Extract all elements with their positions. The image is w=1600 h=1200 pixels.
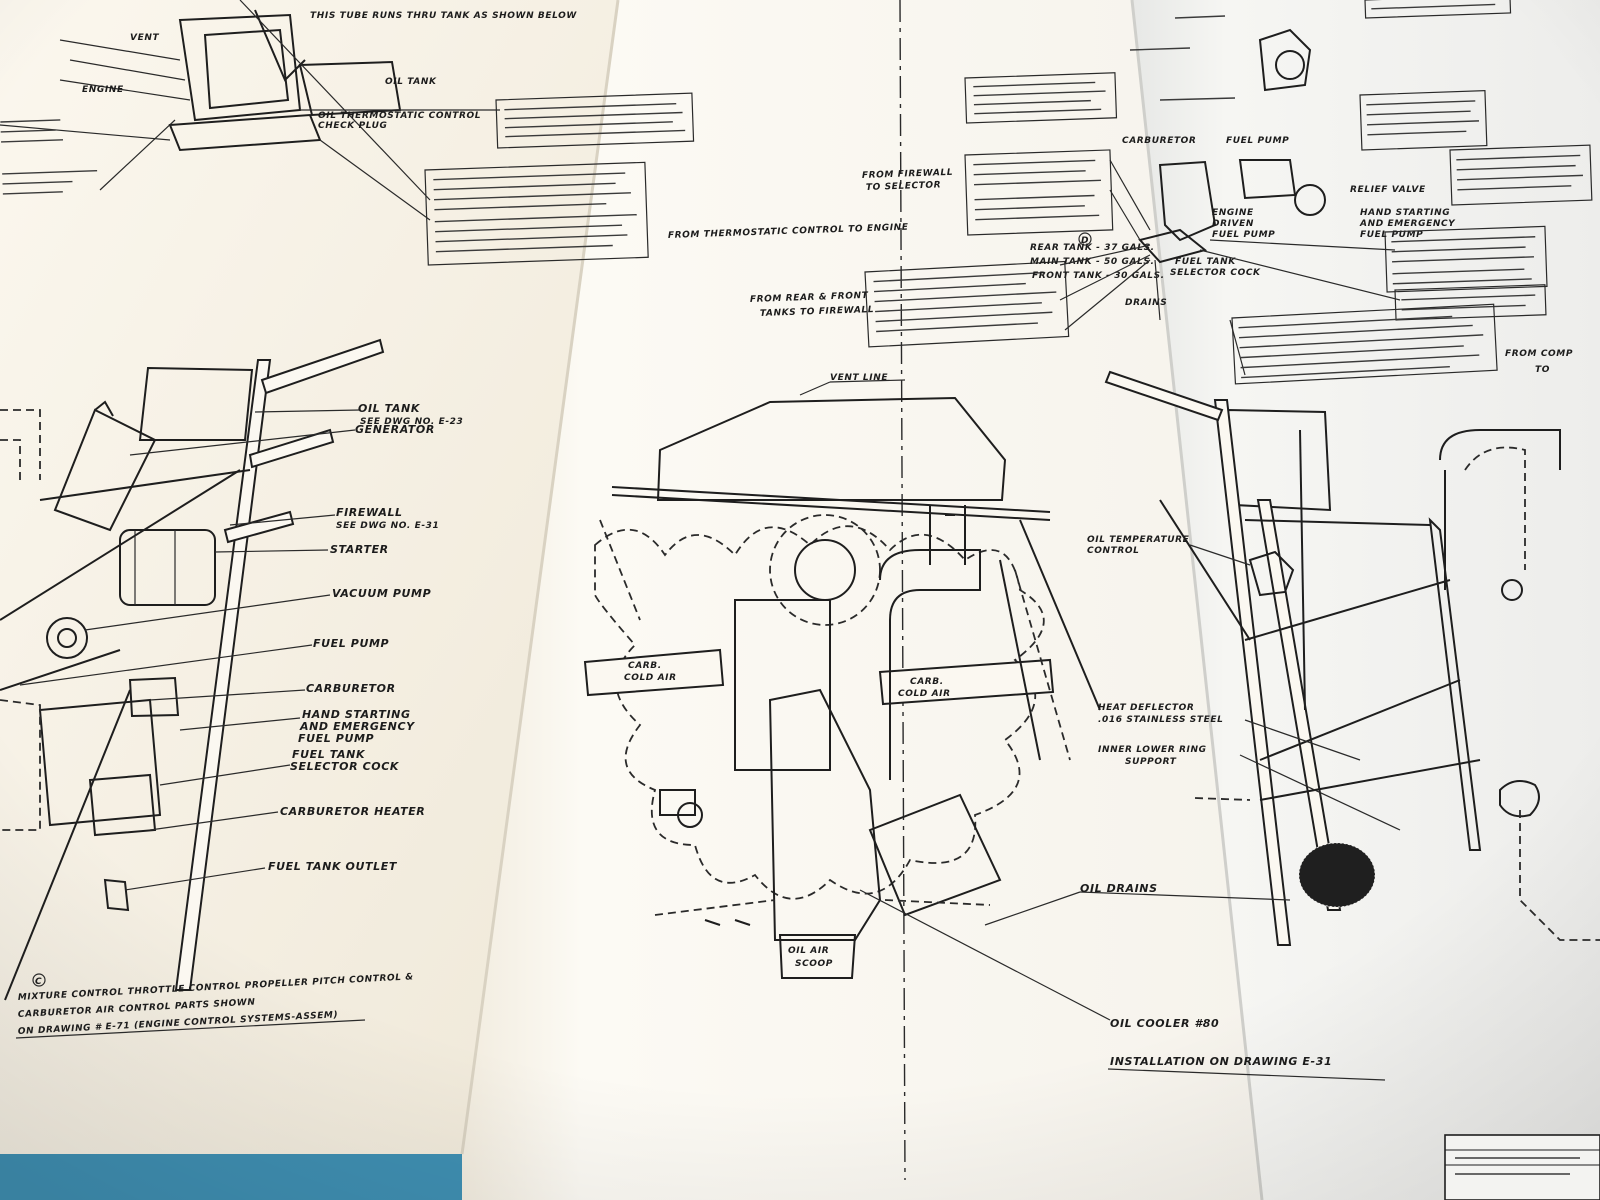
from-firewall-label-2: TO SELECTOR bbox=[866, 180, 942, 193]
from-firewall-label-1: FROM FIREWALL bbox=[862, 168, 954, 181]
front-tank-label: FRONT TANK - 30 GALS. bbox=[1032, 271, 1165, 281]
selector-schematic-label-1: FUEL TANK bbox=[1175, 257, 1236, 267]
relief-valve-label: RELIEF VALVE bbox=[1350, 185, 1426, 195]
oil-cooler-label: OIL COOLER #80 bbox=[1110, 1017, 1219, 1030]
check-plug-label: CHECK PLUG bbox=[318, 121, 388, 131]
selector-label-1: FUEL TANK bbox=[292, 748, 366, 761]
heat-deflector-label-1: HEAT DEFLECTOR bbox=[1098, 703, 1194, 713]
fuel-pump-label: FUEL PUMP bbox=[313, 637, 389, 650]
hand-pump-label-3: FUEL PUMP bbox=[298, 732, 374, 745]
hand-pump-label-1: HAND STARTING bbox=[302, 708, 411, 721]
hand-pump-schematic-label-1: HAND STARTING bbox=[1360, 208, 1450, 218]
tube-note-label: THIS TUBE RUNS THRU TANK AS SHOWN BELOW bbox=[310, 11, 577, 21]
center-labels: VENT LINE CARB. COLD AIR CARB. COLD AIR … bbox=[624, 373, 951, 969]
carburetor-heater-label: CARBURETOR HEATER bbox=[280, 805, 425, 818]
vent-label: VENT bbox=[130, 33, 159, 43]
thermostat-label: OIL THERMOSTATIC CONTROL bbox=[318, 111, 481, 121]
engine-fuel-pump-label-1: ENGINE bbox=[1212, 208, 1254, 218]
selector-label-2: SELECTOR COCK bbox=[290, 760, 400, 773]
left-engine-side-view bbox=[0, 338, 385, 1001]
center-engine-front-view bbox=[583, 396, 1101, 979]
view-marker-d: D bbox=[1081, 236, 1089, 246]
left-component-callouts: OIL TANK SEE DWG NO. E-23 GENERATOR FIRE… bbox=[19, 402, 463, 891]
installation-note-label: INSTALLATION ON DRAWING E-31 bbox=[1110, 1055, 1332, 1068]
oil-tank-label: OIL TANK bbox=[358, 402, 421, 415]
fuel-tank-outlet-label: FUEL TANK OUTLET bbox=[268, 860, 398, 873]
generator-label: GENERATOR bbox=[355, 423, 435, 436]
carb-cold-air-left-label-2: COLD AIR bbox=[624, 673, 677, 683]
from-comp-label-1: FROM COMP bbox=[1505, 349, 1573, 359]
oil-air-scoop-label-2: SCOOP bbox=[795, 959, 833, 969]
hand-pump-schematic-label-2: AND EMERGENCY bbox=[1359, 219, 1456, 229]
drains-label: DRAINS bbox=[1125, 298, 1167, 308]
firewall-label: FIREWALL bbox=[336, 506, 403, 519]
vent-line-label: VENT LINE bbox=[830, 373, 888, 383]
main-tank-label: MAIN TANK - 50 GALS. bbox=[1030, 257, 1155, 267]
rear-tank-label: REAR TANK - 37 GALS. bbox=[1030, 243, 1155, 253]
selector-schematic-label-2: SELECTOR COCK bbox=[1170, 268, 1261, 278]
engine-label: ENGINE bbox=[82, 85, 124, 95]
fuel-pump-schematic-label: FUEL PUMP bbox=[1226, 136, 1289, 146]
from-tanks-label-2: TANKS TO FIREWALL bbox=[760, 305, 875, 319]
right-engine-side-view bbox=[1104, 370, 1600, 946]
oil-temp-label-1: OIL TEMPERATURE bbox=[1087, 535, 1190, 545]
view-marker-c: C bbox=[35, 977, 42, 987]
inner-lower-ring-label-2: SUPPORT bbox=[1125, 757, 1177, 767]
oil-drains-label: OIL DRAINS bbox=[1080, 882, 1158, 895]
carb-cold-air-left-label-1: CARB. bbox=[628, 661, 662, 671]
engine-fuel-pump-label-2: DRIVEN bbox=[1212, 219, 1254, 229]
oil-tank-ref-label: SEE DWG NO. E-23 bbox=[360, 417, 463, 427]
engine-fuel-pump-label-3: FUEL PUMP bbox=[1212, 230, 1275, 240]
heat-deflector-label-2: .016 STAINLESS STEEL bbox=[1098, 715, 1223, 725]
inner-lower-ring-label-1: INNER LOWER RING bbox=[1098, 745, 1207, 755]
title-block bbox=[1444, 1134, 1600, 1200]
carburetor-label: CARBURETOR bbox=[306, 682, 396, 695]
hand-pump-label-2: AND EMERGENCY bbox=[299, 720, 415, 733]
carb-cold-air-right-label-2: COLD AIR bbox=[898, 689, 951, 699]
left-spec-boxes: FROM THERMOSTATIC CONTROL TO ENGINE bbox=[0, 92, 909, 266]
oil-air-scoop-label-1: OIL AIR bbox=[788, 946, 829, 956]
left-top-oil-system: OIL TANK THIS TUBE RUNS THRU TANK AS SHO… bbox=[0, 0, 577, 221]
right-labels: OIL TEMPERATURE CONTROL HEAT DEFLECTOR .… bbox=[859, 535, 1401, 1081]
starter-label: STARTER bbox=[330, 543, 389, 556]
from-tanks-label-1: FROM REAR & FRONT bbox=[750, 291, 869, 305]
hand-pump-schematic-label-3: FUEL PUMP bbox=[1360, 230, 1423, 240]
carb-cold-air-right-label-1: CARB. bbox=[910, 677, 944, 687]
oil-temp-label-2: CONTROL bbox=[1087, 546, 1139, 556]
carburetor-schematic-label: CARBURETOR bbox=[1122, 136, 1196, 146]
firewall-ref-label: SEE DWG NO. E-31 bbox=[336, 521, 439, 531]
from-comp-label-2: TO bbox=[1535, 365, 1550, 375]
vacuum-pump-label: VACUUM PUMP bbox=[332, 587, 431, 600]
center-fuel-schematic: FROM REAR & FRONT TANKS TO FIREWALL FROM… bbox=[750, 0, 1593, 385]
oil-tank-top-label: OIL TANK bbox=[385, 77, 437, 87]
